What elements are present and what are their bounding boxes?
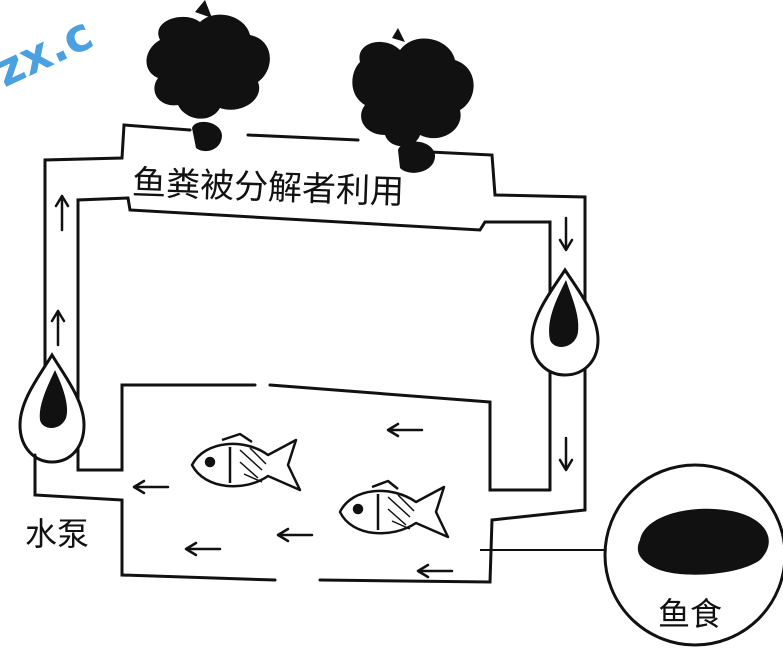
fish-food-circle: 鱼食 — [603, 463, 783, 647]
fish-food-icon — [637, 508, 769, 575]
arrow-left-icon — [276, 527, 314, 543]
arrow-down-icon — [558, 436, 574, 472]
pump-label: 水泵 — [25, 515, 89, 553]
plant-left-icon — [146, 0, 270, 152]
tank-arrows — [132, 422, 454, 579]
fish-tank — [33, 383, 587, 584]
left-droplet-icon — [18, 352, 86, 464]
arrow-up-icon — [54, 194, 70, 232]
arrow-left-icon — [386, 422, 424, 438]
right-pipe-arrows — [558, 216, 574, 472]
watermark: zx.c — [0, 6, 101, 98]
right-droplet-icon — [530, 267, 600, 377]
arrow-up-icon — [50, 309, 66, 347]
trough-label: 鱼粪被分解者利用 — [131, 163, 404, 212]
upper-trough — [43, 123, 587, 512]
plant-right-icon — [352, 28, 474, 173]
left-pipe-arrows — [50, 194, 70, 347]
arrow-left-icon — [416, 563, 454, 579]
fish-upper-icon — [190, 432, 302, 492]
fish-lower-icon — [338, 479, 450, 539]
arrow-left-icon — [132, 479, 170, 495]
fish-food-label: 鱼食 — [658, 595, 722, 633]
arrow-down-icon — [558, 216, 574, 252]
arrow-left-icon — [184, 541, 222, 557]
